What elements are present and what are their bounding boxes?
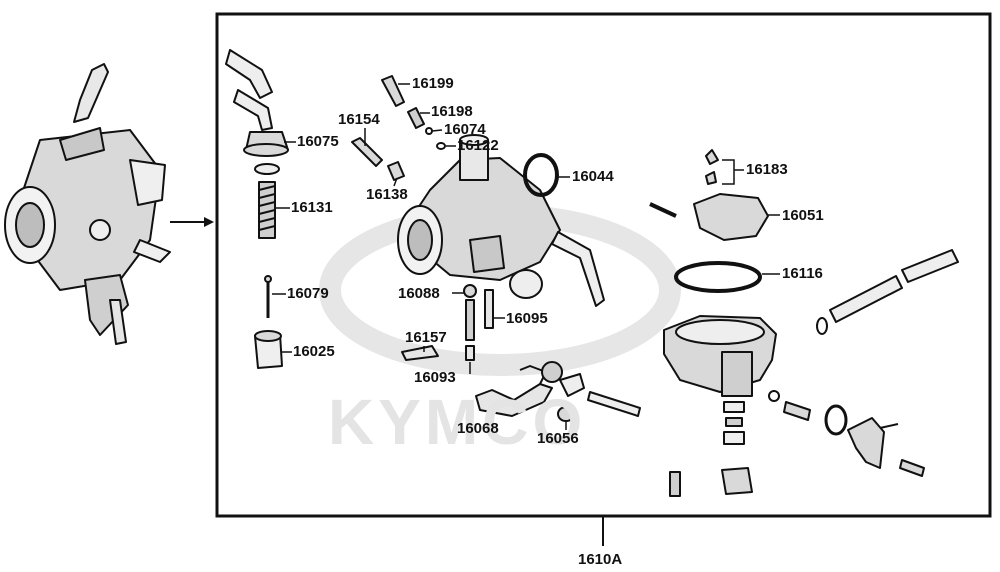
part-label-16138: 16138 (366, 186, 408, 203)
part-16157-plate (401, 345, 439, 361)
part-label-16154: 16154 (338, 111, 380, 128)
part-16044-gasket (523, 153, 559, 197)
part-16199-screw (381, 75, 405, 107)
pilot-screw (768, 390, 811, 421)
part-label-16198: 16198 (431, 103, 473, 120)
part-label-16095: 16095 (506, 310, 548, 327)
part-label-16079: 16079 (287, 285, 329, 302)
kymco-watermark-text: KYMCO (328, 386, 587, 458)
fuel-cock (824, 404, 925, 477)
part-label-16183: 16183 (746, 161, 788, 178)
part-label-16122: 16122 (457, 137, 499, 154)
leader-lines (272, 83, 780, 430)
drain-bolt (669, 471, 681, 497)
part-label-16068: 16068 (457, 420, 499, 437)
part-16183-clip (705, 149, 719, 185)
float-chamber (663, 315, 777, 397)
arrow-right-icon (170, 217, 214, 227)
part-label-16051: 16051 (782, 207, 824, 224)
part-16088-jet (463, 284, 477, 341)
part-16122-oring (436, 142, 446, 150)
part-label-16131: 16131 (291, 199, 333, 216)
part-label-16088: 16088 (398, 285, 440, 302)
part-16051-cap (649, 193, 769, 241)
part-label-16056: 16056 (537, 430, 579, 447)
fuel-hose (816, 249, 959, 335)
part-16095-jet (484, 289, 494, 329)
float-pin (587, 391, 641, 417)
part-16138-screw (387, 161, 405, 181)
part-label-16116: 16116 (782, 265, 823, 282)
part-16025-piston (254, 330, 283, 369)
part-label-16025: 16025 (293, 343, 335, 360)
part-label-16093: 16093 (414, 369, 456, 386)
carburetor-assembly (4, 63, 171, 345)
assembly-label: 1610A (578, 551, 623, 568)
part-16116-gasket (674, 261, 762, 293)
part-16079-needle (264, 275, 272, 318)
part-16131-spring (254, 163, 280, 239)
drain-screw-stack (721, 401, 753, 495)
part-label-16044: 16044 (572, 168, 614, 185)
part-16075-elbow (225, 49, 289, 157)
part-16074-oring (425, 127, 433, 135)
part-16093-jet (465, 345, 475, 361)
choke-plunger (509, 269, 543, 299)
part-label-16075: 16075 (297, 133, 339, 150)
part-label-16157: 16157 (405, 329, 447, 346)
part-label-16199: 16199 (412, 75, 454, 92)
part-16154-screw (351, 137, 383, 167)
carburetor-body (397, 134, 605, 307)
part-16056-spring-lever (541, 361, 585, 422)
part-16198-spring (407, 107, 425, 129)
part-label-16074: 16074 (444, 121, 486, 138)
